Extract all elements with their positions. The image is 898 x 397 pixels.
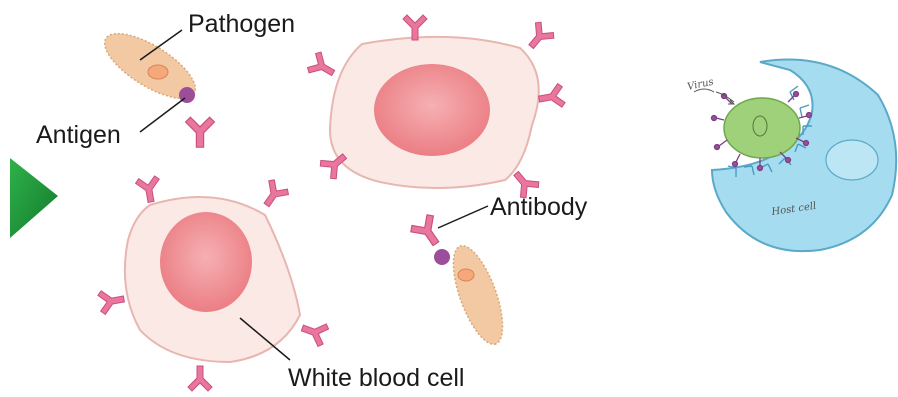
pathogen-bound <box>408 212 513 350</box>
antibody-label: Antibody <box>490 193 588 221</box>
virus <box>724 98 800 158</box>
white-blood-cell-label: White blood cell <box>288 364 464 392</box>
antigen <box>434 249 450 265</box>
nucleus <box>374 64 490 156</box>
white-blood-cell-top <box>306 15 566 200</box>
host-nucleus <box>826 140 878 180</box>
pathogen-label: Pathogen <box>188 10 295 38</box>
host-cell-inset: Virus Host cell <box>686 59 896 251</box>
arrow-right-icon[interactable] <box>10 158 58 238</box>
white-blood-cell-bottom <box>97 175 330 391</box>
antigen-label: Antigen <box>36 121 121 149</box>
nucleus <box>160 212 252 312</box>
